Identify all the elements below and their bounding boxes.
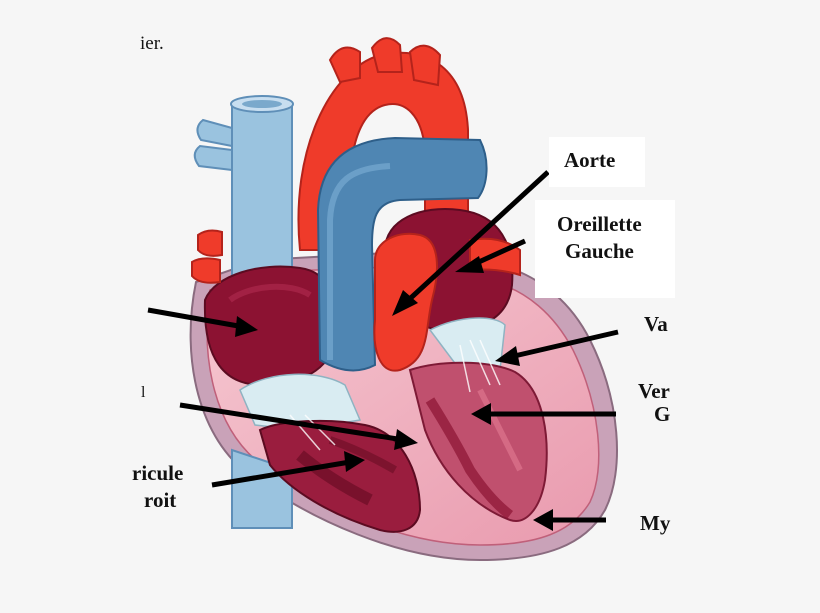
label-box-aorte bbox=[549, 137, 645, 187]
label-box-oreillette bbox=[535, 200, 675, 298]
label-valve-clip: Va bbox=[644, 313, 672, 343]
label-aorte: Aorte bbox=[564, 148, 616, 172]
label-ventricule-gauche-clip: Ver G bbox=[638, 380, 672, 434]
arrow-left-atrium-droit bbox=[147, 307, 258, 337]
label-myocarde-clip: My bbox=[640, 512, 672, 542]
label-myocarde: My bbox=[640, 512, 671, 535]
arrow-ventricule-gauche bbox=[471, 403, 616, 425]
label-ventricule-gauche-line1: Ver bbox=[638, 380, 670, 403]
arrow-ventricule-droit bbox=[211, 451, 365, 488]
right-ventricle bbox=[258, 419, 422, 533]
pulmonary-artery bbox=[316, 136, 488, 372]
arrow-valve bbox=[495, 329, 619, 366]
label-ventricule-droit-line2: roit bbox=[144, 488, 177, 512]
label-ventricule-droit-line1: ricule bbox=[132, 461, 184, 485]
label-gauche: Gauche bbox=[565, 239, 634, 263]
header-fragment: ier. bbox=[140, 33, 164, 54]
label-left-mark: l bbox=[141, 384, 146, 401]
arrow-oreillette bbox=[455, 238, 527, 273]
label-ventricule-gauche-line2: G bbox=[654, 401, 671, 426]
left-ventricle bbox=[408, 361, 548, 522]
label-oreillette: Oreillette bbox=[557, 212, 642, 236]
mitral-valve-tissue bbox=[428, 317, 506, 371]
label-valve: Va bbox=[644, 313, 668, 336]
arrow-tricuspid bbox=[179, 402, 418, 450]
arrow-myocarde bbox=[533, 509, 606, 531]
arrow-aorte bbox=[392, 170, 550, 316]
